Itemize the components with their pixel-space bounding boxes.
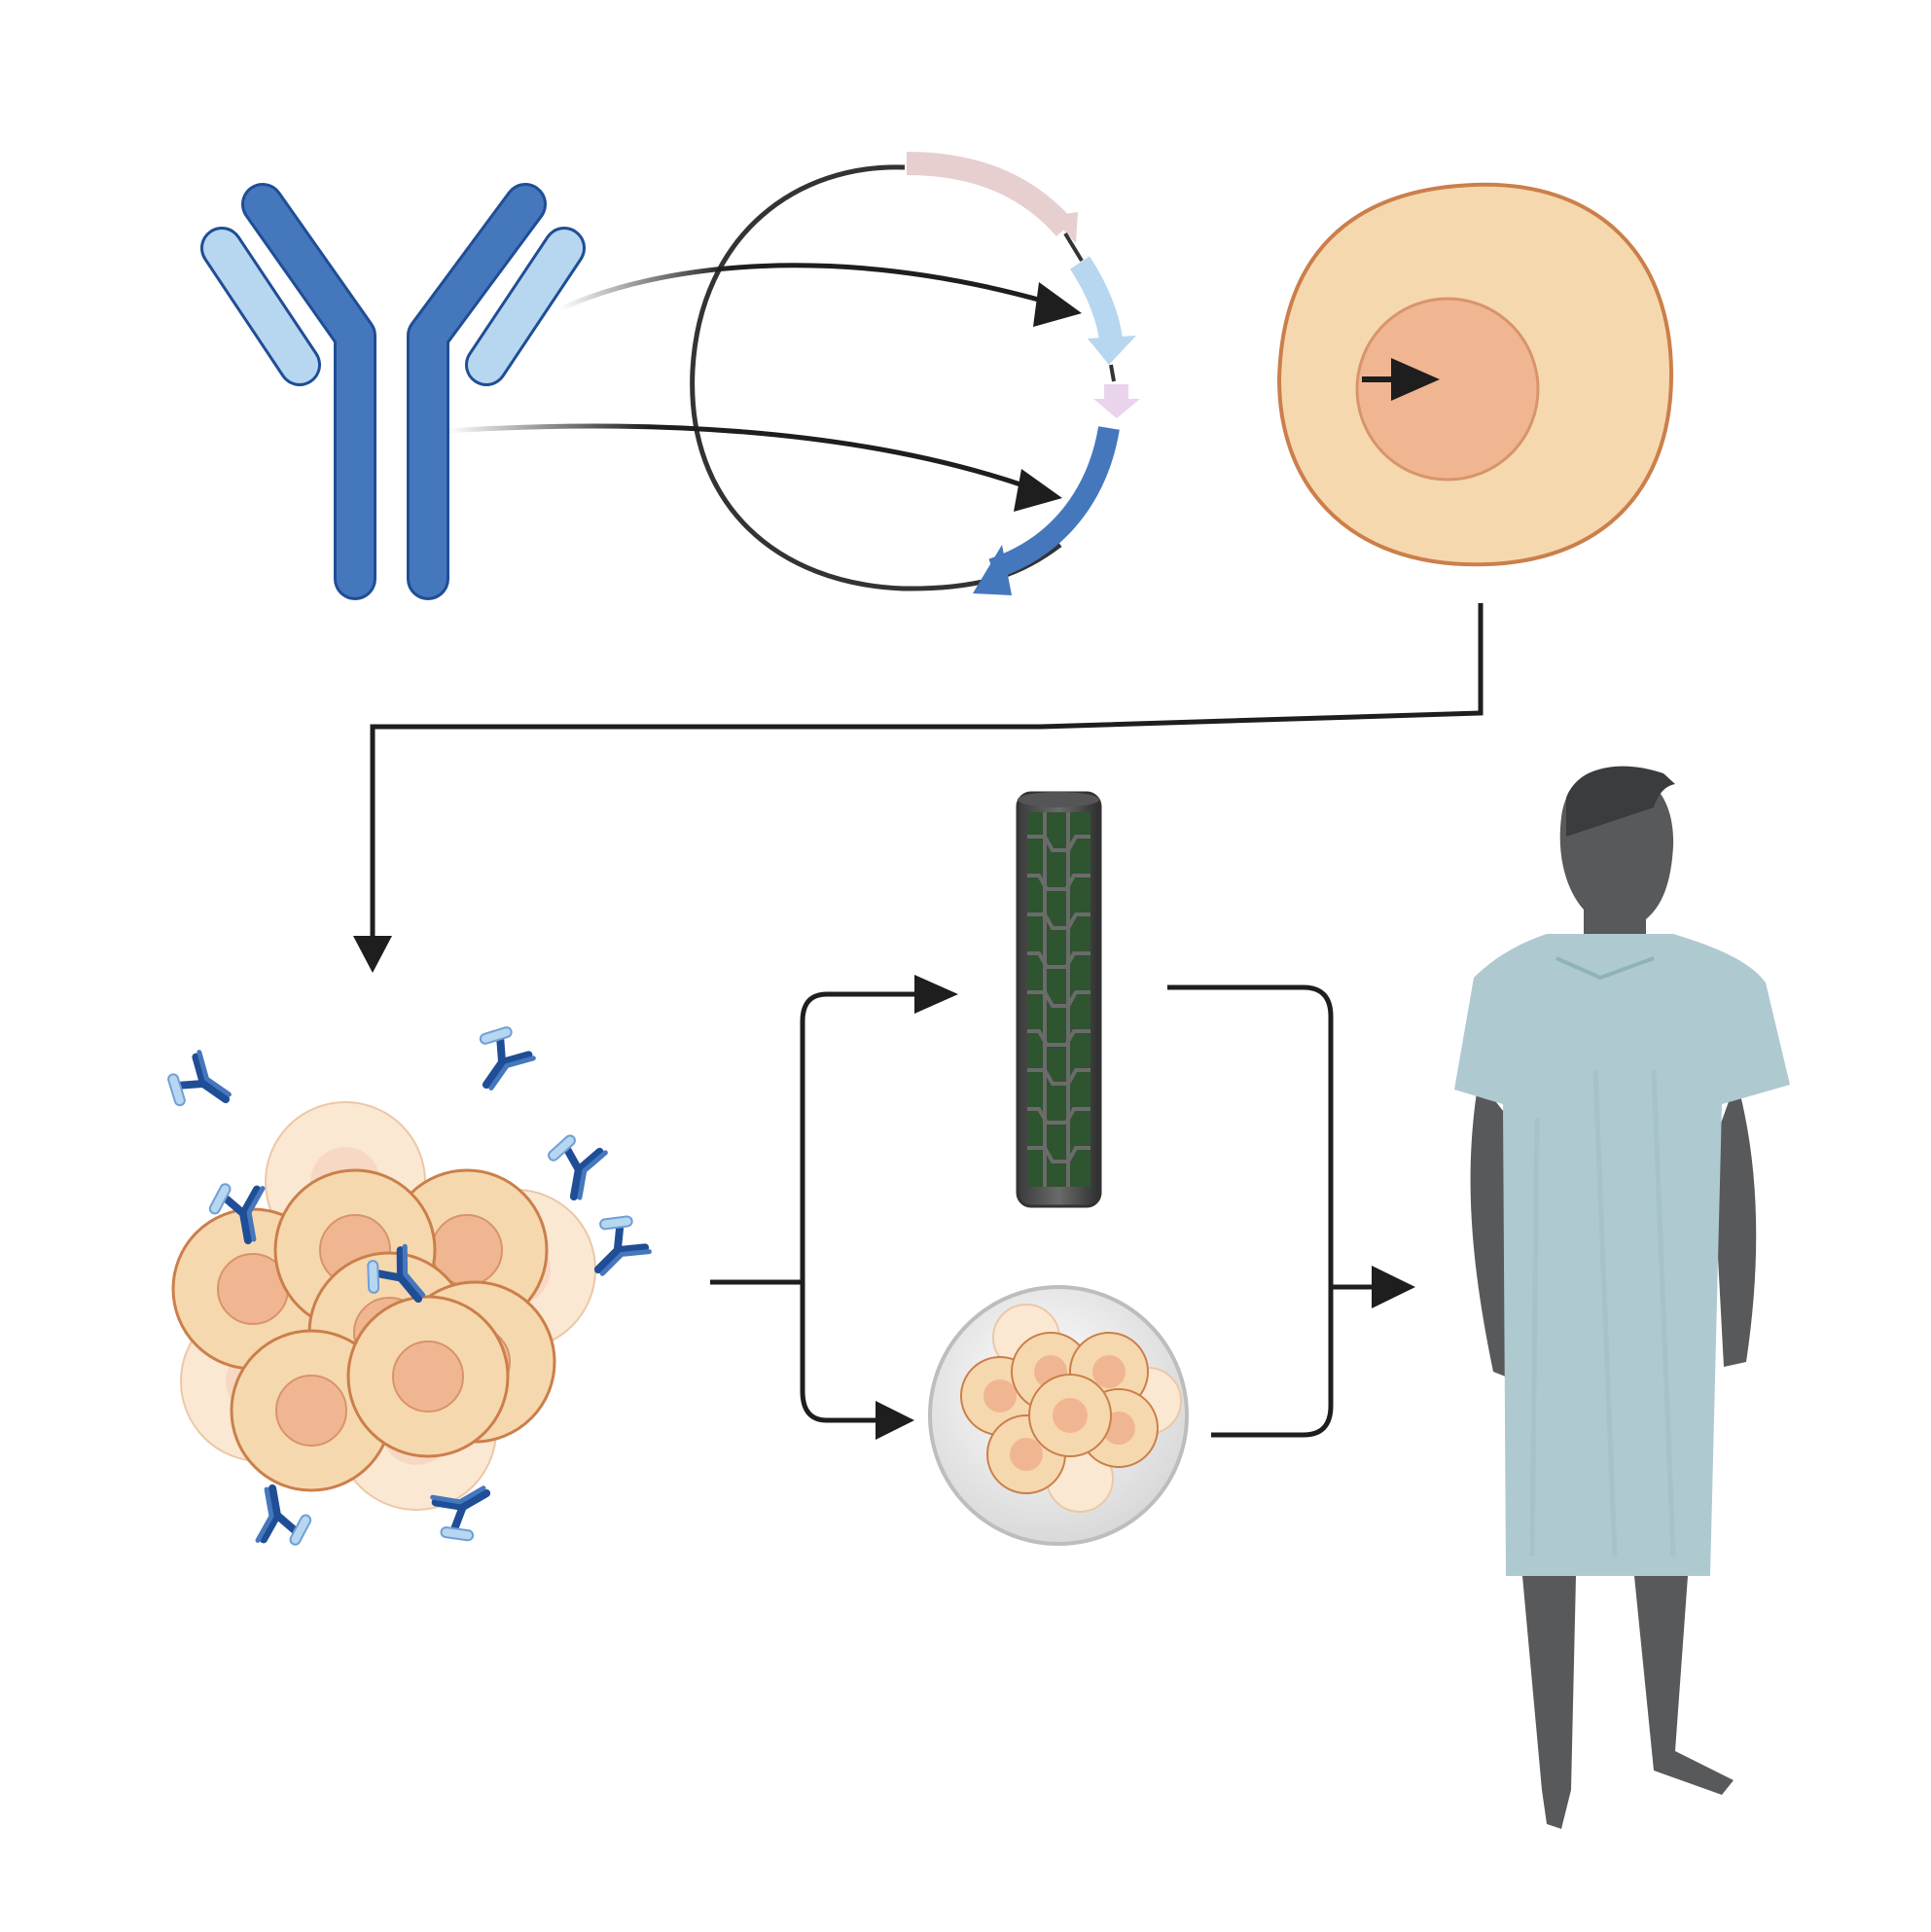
spheroid-dish-icon bbox=[928, 1285, 1189, 1546]
arrows-antibody-to-plasmid bbox=[447, 263, 1082, 512]
patient-icon bbox=[1454, 766, 1790, 1829]
plasmid-icon bbox=[690, 152, 1140, 595]
arrows-products-to-patient bbox=[1167, 984, 1415, 1438]
arrows-culture-to-products bbox=[710, 975, 958, 1440]
arrow-cell-to-culture bbox=[353, 603, 1484, 973]
cell-culture-icon bbox=[165, 1024, 654, 1546]
host-cell-icon bbox=[1276, 182, 1674, 567]
scaffold-tube-icon bbox=[1016, 791, 1102, 1208]
antibody-icon bbox=[200, 183, 586, 600]
